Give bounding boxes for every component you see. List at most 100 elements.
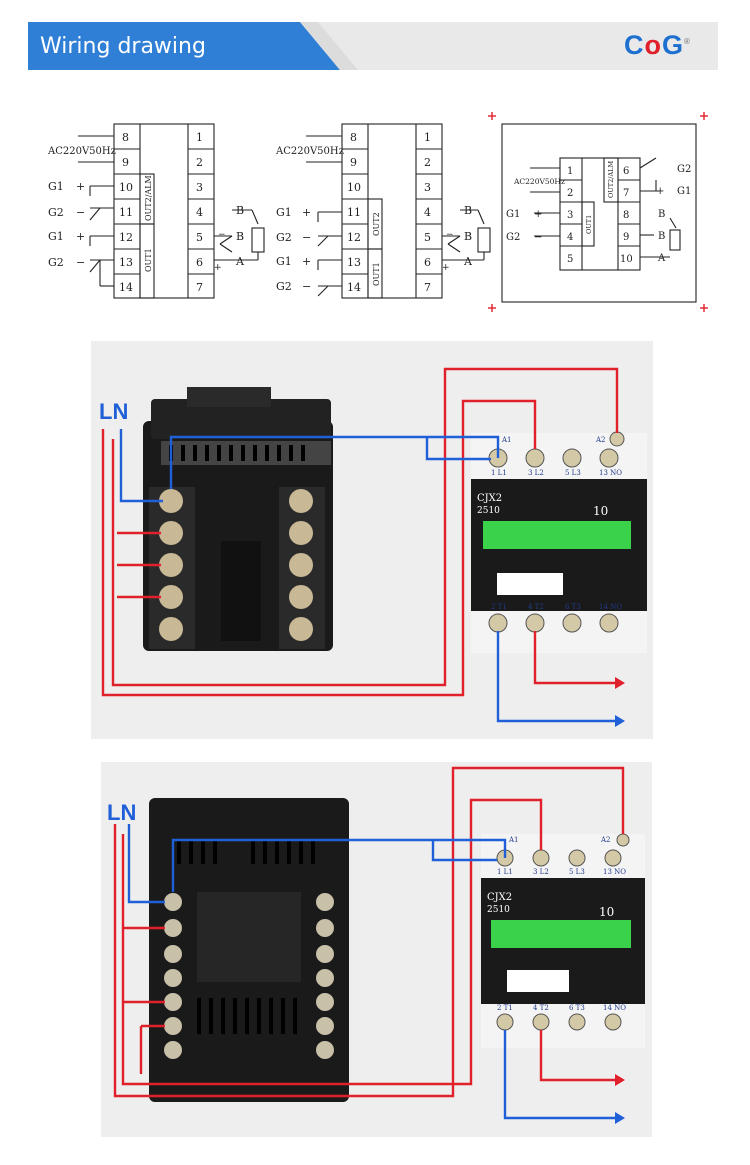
svg-text:6 T3: 6 T3	[565, 603, 581, 611]
svg-text:4 T2: 4 T2	[533, 1004, 549, 1012]
svg-text:A: A	[463, 255, 473, 268]
svg-text:1: 1	[196, 131, 203, 144]
svg-text:13: 13	[347, 256, 361, 269]
blue-arrow	[615, 1112, 625, 1124]
blue-wires	[127, 824, 615, 1120]
svg-text:10: 10	[593, 504, 608, 518]
svg-text:A2: A2	[595, 436, 606, 444]
svg-text:OUT2/ALM: OUT2/ALM	[144, 175, 153, 221]
svg-text:1 L1: 1 L1	[497, 868, 513, 876]
schematic-3	[501, 123, 697, 303]
svg-text:3 L2: 3 L2	[528, 469, 544, 477]
contactor-top-screws	[496, 833, 630, 867]
svg-text:8: 8	[350, 131, 357, 144]
svg-text:5 L3: 5 L3	[569, 868, 585, 876]
svg-text:−: −	[218, 230, 226, 240]
svg-text:3: 3	[567, 210, 573, 221]
svg-text:G2: G2	[276, 280, 292, 293]
svg-text:6: 6	[196, 256, 203, 269]
svg-text:5 L3: 5 L3	[565, 469, 581, 477]
svg-text:A2: A2	[600, 836, 611, 844]
svg-text:G1: G1	[48, 230, 64, 243]
controller-left-terminals	[149, 487, 195, 649]
svg-text:7: 7	[424, 281, 431, 294]
svg-text:10: 10	[620, 254, 633, 265]
svg-text:OUT1: OUT1	[144, 248, 153, 272]
svg-text:+: +	[76, 180, 85, 193]
svg-text:1 L1: 1 L1	[491, 469, 507, 477]
svg-text:G1: G1	[48, 180, 64, 193]
schematic-1	[78, 123, 265, 299]
contactor-label-plate	[497, 573, 563, 595]
svg-text:B: B	[236, 204, 244, 217]
s2-power-label: AC220V50Hz	[275, 146, 344, 157]
s1-power-label: AC220V50Hz	[47, 146, 116, 157]
svg-text:A: A	[657, 253, 666, 264]
svg-text:7: 7	[196, 281, 203, 294]
svg-text:OUT1: OUT1	[585, 215, 593, 234]
svg-text:−: −	[446, 230, 454, 240]
svg-text:9: 9	[623, 232, 629, 243]
svg-text:A1: A1	[501, 436, 512, 444]
svg-text:CJX2: CJX2	[477, 493, 502, 504]
wiring-photo-2-drawing: LN A1 1 L1 3 L2 5 L3 13 NO A2 2 T1 4 T2 …	[107, 766, 645, 1124]
svg-text:9: 9	[350, 156, 357, 169]
svg-text:13 NO: 13 NO	[599, 469, 622, 477]
svg-text:2: 2	[567, 188, 573, 199]
mounting-clip	[187, 387, 271, 407]
svg-text:3: 3	[196, 181, 203, 194]
svg-text:−: −	[302, 280, 311, 293]
contactor-green-bar	[483, 521, 631, 549]
page-title: Wiring drawing	[40, 34, 206, 59]
svg-text:10: 10	[347, 181, 361, 194]
svg-text:A: A	[235, 255, 245, 268]
svg-text:CJX2: CJX2	[487, 892, 512, 903]
svg-text:4: 4	[196, 206, 203, 219]
svg-text:+: +	[214, 263, 222, 273]
svg-text:6: 6	[623, 166, 629, 177]
svg-text:5: 5	[567, 254, 573, 265]
svg-text:A1: A1	[508, 836, 519, 844]
red-wires	[101, 367, 619, 697]
schematics: AC220V50Hz 8 9 10 11 12 13 14 1 2 3 4 5 …	[47, 112, 708, 312]
svg-text:B: B	[236, 230, 244, 243]
svg-text:G1: G1	[276, 255, 292, 268]
svg-text:G2: G2	[48, 256, 64, 269]
controller-right-terminals	[279, 487, 325, 649]
svg-text:5: 5	[196, 231, 203, 244]
svg-text:12: 12	[119, 231, 133, 244]
svg-text:−: −	[76, 206, 85, 219]
svg-text:14 NO: 14 NO	[599, 603, 622, 611]
svg-text:1: 1	[424, 131, 431, 144]
svg-text:14 NO: 14 NO	[603, 1004, 626, 1012]
svg-text:3 L2: 3 L2	[533, 868, 549, 876]
svg-text:7: 7	[623, 188, 629, 199]
svg-text:+: +	[442, 263, 450, 273]
contactor-top-screws	[488, 431, 625, 468]
svg-text:G2: G2	[276, 231, 292, 244]
svg-text:12: 12	[347, 231, 361, 244]
svg-text:14: 14	[347, 281, 361, 294]
svg-text:6: 6	[424, 256, 431, 269]
svg-text:2: 2	[196, 156, 203, 169]
svg-text:2 T1: 2 T1	[491, 603, 507, 611]
svg-text:−: −	[302, 231, 311, 244]
ln-label: LN	[99, 399, 128, 424]
svg-text:14: 14	[119, 281, 133, 294]
svg-text:−: −	[76, 256, 85, 269]
svg-text:+: +	[656, 186, 664, 197]
controller-left-terminals	[164, 893, 182, 1059]
svg-text:B: B	[464, 204, 472, 217]
svg-text:6 T3: 6 T3	[569, 1004, 585, 1012]
svg-text:2: 2	[424, 156, 431, 169]
blue-arrow	[615, 715, 625, 727]
svg-text:G2: G2	[677, 164, 691, 175]
svg-text:G1: G1	[506, 209, 520, 220]
svg-text:OUT2: OUT2	[372, 212, 381, 236]
svg-text:5: 5	[424, 231, 431, 244]
svg-text:4: 4	[424, 206, 431, 219]
brand-logo: CoG®	[624, 30, 691, 60]
svg-text:B: B	[658, 231, 665, 242]
svg-text:10: 10	[119, 181, 133, 194]
blue-wires	[119, 429, 615, 723]
